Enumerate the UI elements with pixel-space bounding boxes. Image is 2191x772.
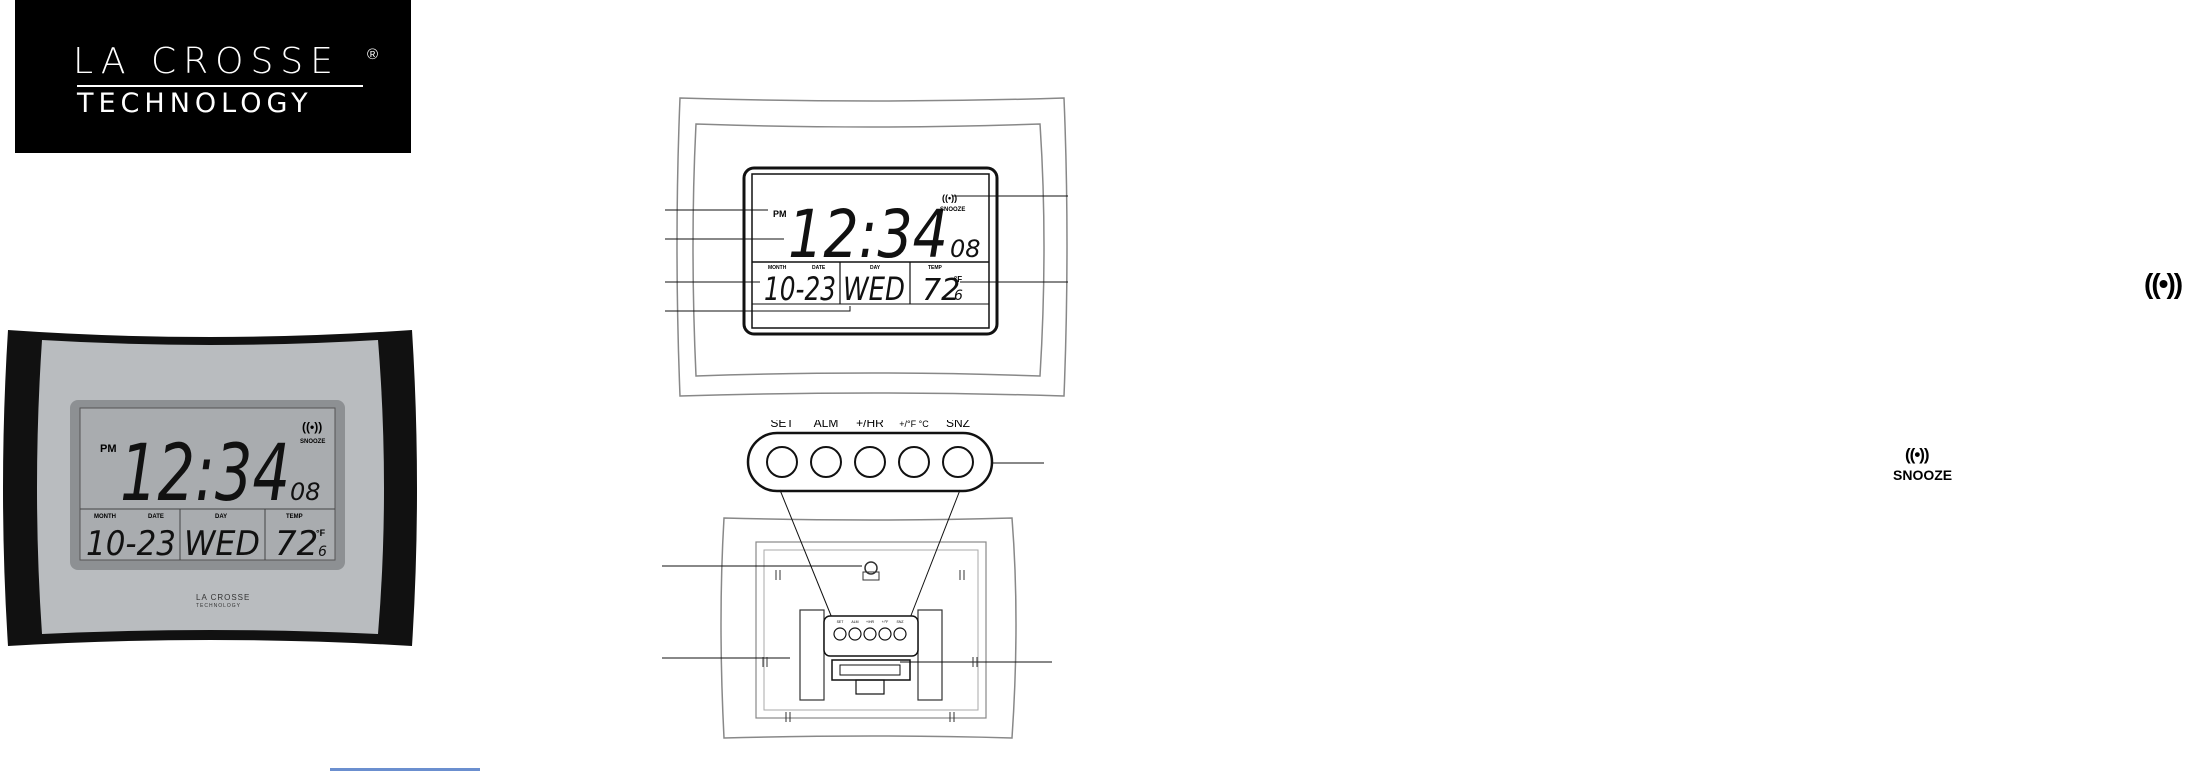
front-day: WED bbox=[843, 270, 905, 308]
photo-day: WED bbox=[184, 524, 260, 564]
back-label-temp: +/°F bbox=[882, 620, 889, 624]
photo-snooze-label: SNOOZE bbox=[300, 439, 325, 445]
hour-button[interactable] bbox=[855, 447, 885, 477]
button-label-alm: ALM bbox=[814, 420, 839, 430]
button-label-temp: +/°F °C bbox=[899, 420, 929, 429]
photo-month-label: MONTH bbox=[94, 514, 116, 520]
photo-date-label: DATE bbox=[148, 514, 164, 520]
back-label-snz: SNZ bbox=[897, 620, 905, 624]
photo-temp-unit: °F bbox=[316, 528, 326, 538]
photo-seconds: 08 bbox=[290, 478, 321, 506]
front-temp-label: TEMP bbox=[928, 265, 943, 271]
accent-line bbox=[330, 768, 480, 771]
leader-line bbox=[780, 490, 832, 618]
front-date: 10-23 bbox=[764, 270, 836, 308]
logo-divider bbox=[77, 85, 363, 87]
button-label-hr: +/HR bbox=[856, 420, 884, 430]
alarm-button[interactable] bbox=[811, 447, 841, 477]
photo-temp-label: TEMP bbox=[286, 514, 303, 520]
back-label-hr: +/HR bbox=[866, 620, 875, 624]
logo-registered-mark: ® bbox=[367, 46, 378, 63]
clock-photo: PM 12:34 08 ((•)) SNOOZE MONTH DATE DAY … bbox=[0, 328, 420, 650]
back-label-alm: ALM bbox=[851, 620, 858, 624]
front-seconds: 08 bbox=[950, 235, 981, 263]
front-alarm-icon: ((•)) bbox=[942, 193, 957, 203]
alarm-wave-icon: ((•)) bbox=[2144, 268, 2181, 300]
front-temp-decimal: 6 bbox=[954, 288, 963, 304]
front-diagram: PM 12:34 08 ((•)) SNOOZE MONTH DATE DAY … bbox=[660, 94, 1080, 404]
back-label-set: SET bbox=[837, 620, 845, 624]
brand-logo: LA CROSSE ® TECHNOLOGY bbox=[15, 0, 411, 153]
photo-brand-line-1: LA CROSSE bbox=[196, 593, 250, 602]
front-ampm: PM bbox=[773, 209, 787, 219]
photo-alarm-icon: ((•)) bbox=[302, 420, 322, 434]
photo-temp-decimal: 6 bbox=[318, 544, 327, 560]
photo-brand-line-2: TECHNOLOGY bbox=[196, 603, 241, 609]
photo-ampm: PM bbox=[100, 443, 117, 455]
set-button[interactable] bbox=[767, 447, 797, 477]
front-temp-unit: °F bbox=[954, 275, 962, 284]
front-snooze-label: SNOOZE bbox=[940, 207, 965, 213]
logo-line-1: LA CROSSE bbox=[73, 41, 340, 82]
temp-button[interactable] bbox=[899, 447, 929, 477]
snooze-button[interactable] bbox=[943, 447, 973, 477]
snooze-wave-icon: ((•)) bbox=[1905, 445, 1929, 465]
snooze-icon-label: SNOOZE bbox=[1893, 467, 1952, 483]
front-time: 12:34 bbox=[788, 196, 948, 273]
button-label-snz: SNZ bbox=[946, 420, 970, 430]
battery-compartment bbox=[832, 660, 910, 680]
button-label-set: SET bbox=[770, 420, 794, 430]
photo-temp: 72 bbox=[275, 524, 318, 564]
photo-time: 12:34 bbox=[120, 429, 290, 519]
leader-line bbox=[910, 490, 960, 618]
photo-date: 10-23 bbox=[86, 524, 176, 564]
logo-line-2: TECHNOLOGY bbox=[77, 88, 313, 119]
photo-day-label: DAY bbox=[215, 514, 227, 520]
back-diagram: SET ALM +/HR +/°F °C SNZ SET ALM +/HR +/… bbox=[660, 420, 1080, 750]
